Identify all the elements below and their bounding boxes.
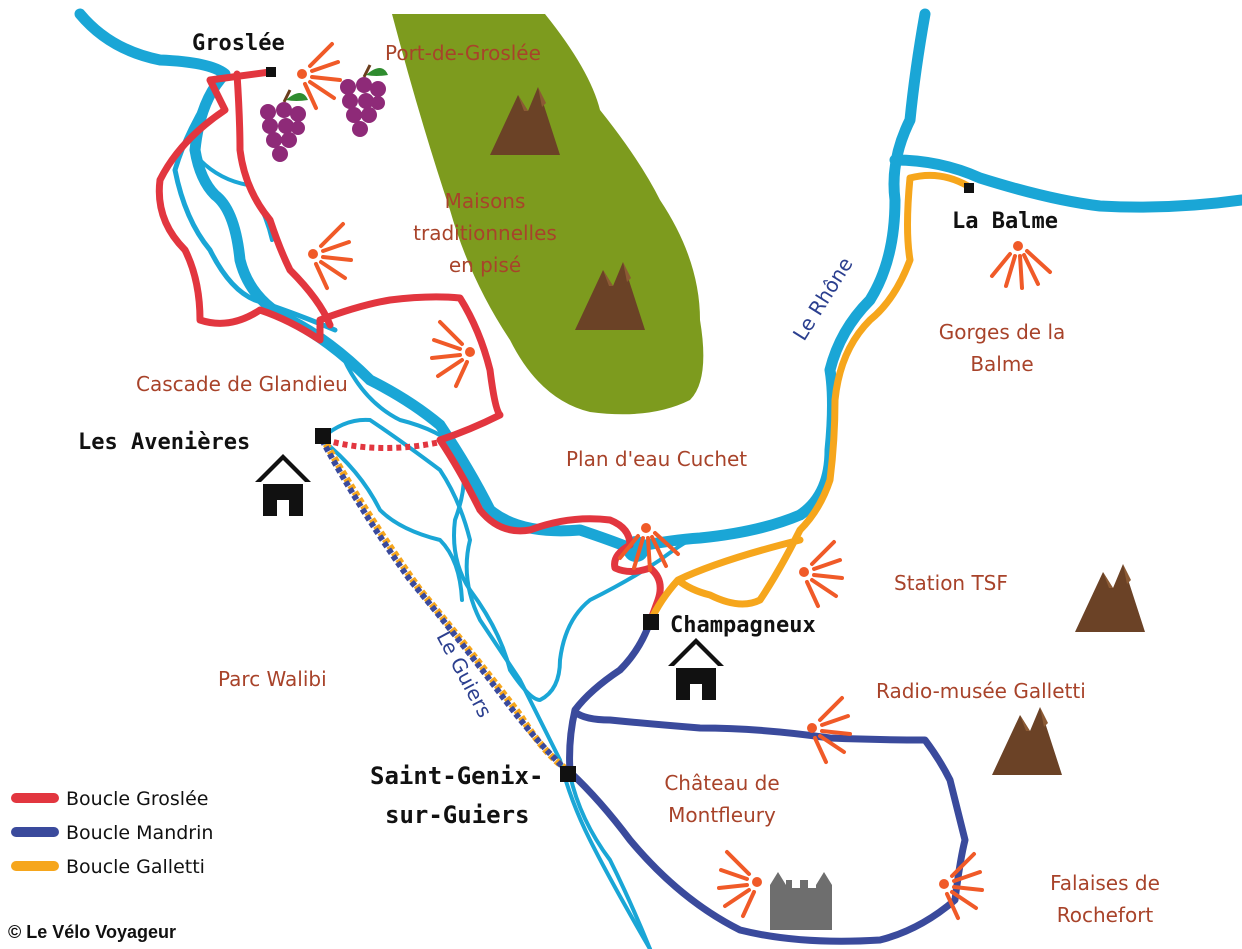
copyright-notice: © Le Vélo Voyageur	[8, 922, 176, 942]
route-boucle-galletti	[646, 171, 972, 626]
mountain-icon	[992, 707, 1062, 775]
rhone-east-branch	[889, 154, 1242, 213]
poi-label-chateau: Château de	[664, 771, 779, 795]
poi-label-maisons: Maisons	[445, 189, 526, 213]
vineyard-icon	[258, 88, 310, 164]
house-icon	[255, 454, 311, 516]
avenieres-stream	[320, 438, 464, 602]
route-galletti-dashed	[322, 442, 573, 775]
town-label-la-balme: La Balme	[952, 209, 1058, 234]
mountain-icon	[1075, 564, 1145, 632]
legend-label-mandrin: Boucle Mandrin	[66, 822, 213, 844]
poi-label-parc-walibi: Parc Walibi	[218, 667, 327, 691]
castle-icon	[770, 872, 832, 930]
poi-label-gorges: Gorges de la	[939, 320, 1066, 344]
route-groslee-link	[324, 437, 441, 452]
town-label-les-avenieres: Les Avenières	[78, 430, 250, 455]
poi-label-port-groslee: Port-de-Groslée	[385, 41, 541, 65]
town-label-champagneux: Champagneux	[670, 613, 816, 638]
guiers-lower	[568, 773, 652, 949]
poi-label-station-tsf: Station TSF	[894, 571, 1008, 595]
guiers-river	[320, 417, 652, 949]
town-label-saint-genix-line2: sur-Guiers	[385, 801, 530, 829]
poi-label-chateau: Montfleury	[668, 803, 776, 827]
town-label-saint-genix-line1: Saint-Genix-	[370, 762, 543, 790]
town-label-groslee: Groslée	[192, 31, 285, 56]
poi-marker-icon	[717, 850, 764, 918]
poi-label-radio-musee: Radio-musée Galletti	[876, 679, 1086, 703]
poi-label-maisons: en pisé	[449, 253, 521, 277]
poi-label-falaises: Rochefort	[1057, 903, 1154, 927]
house-icon	[668, 638, 724, 700]
poi-label-maisons: traditionnelles	[413, 221, 557, 245]
route-mandrin-dashed	[319, 438, 571, 775]
rivers	[74, 8, 1242, 949]
poi-marker-icon	[805, 696, 852, 764]
guiers-branch	[338, 348, 692, 702]
poi-label-cascade: Cascade de Glandieu	[136, 372, 348, 396]
legend-label-galletti: Boucle Galletti	[66, 856, 205, 878]
route-boucle-mandrin	[566, 618, 969, 945]
rhone-side-channel	[172, 71, 338, 333]
legend-label-groslee: Boucle Groslée	[66, 788, 208, 810]
vineyard-icon	[338, 63, 390, 139]
poi-label-falaises: Falaises de	[1050, 871, 1160, 895]
forest-area	[392, 14, 704, 415]
poi-marker-icon	[306, 222, 353, 290]
poi-marker-icon	[990, 239, 1052, 290]
legend: Boucle Groslée Boucle Mandrin Boucle Gal…	[11, 788, 213, 878]
poi-marker-icon	[430, 320, 477, 388]
poi-label-gorges: Balme	[970, 352, 1033, 376]
town-markers	[266, 67, 974, 782]
poi-label-plan-eau: Plan d'eau Cuchet	[566, 447, 747, 471]
poi-marker-icon	[797, 540, 844, 608]
